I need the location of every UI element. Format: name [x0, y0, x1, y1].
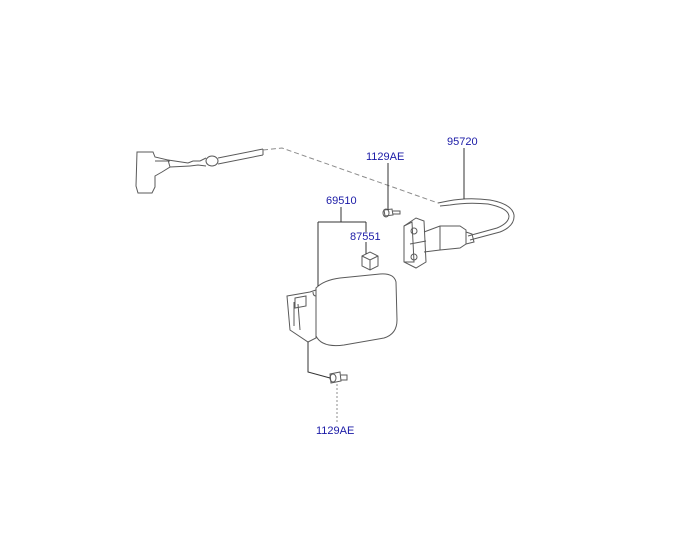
callout-bumper[interactable]: 87551	[350, 231, 381, 243]
callout-cable[interactable]: 95720	[447, 136, 478, 148]
callout-bolt-upper[interactable]: 1129AE	[366, 151, 405, 163]
actuator-cable-part	[437, 198, 515, 241]
release-handle-part	[135, 148, 264, 194]
bumper-part	[361, 251, 379, 271]
lower-bolt-part	[329, 371, 348, 384]
leader-lines	[307, 148, 465, 424]
callout-bolt-lower[interactable]: 1129AE	[316, 425, 355, 437]
actuator-part	[403, 217, 475, 269]
upper-bolt-part	[382, 208, 401, 218]
cable-routing-dashes	[262, 147, 439, 204]
callout-fuel-door[interactable]: 69510	[326, 195, 357, 207]
fuel-door-part	[286, 273, 398, 347]
